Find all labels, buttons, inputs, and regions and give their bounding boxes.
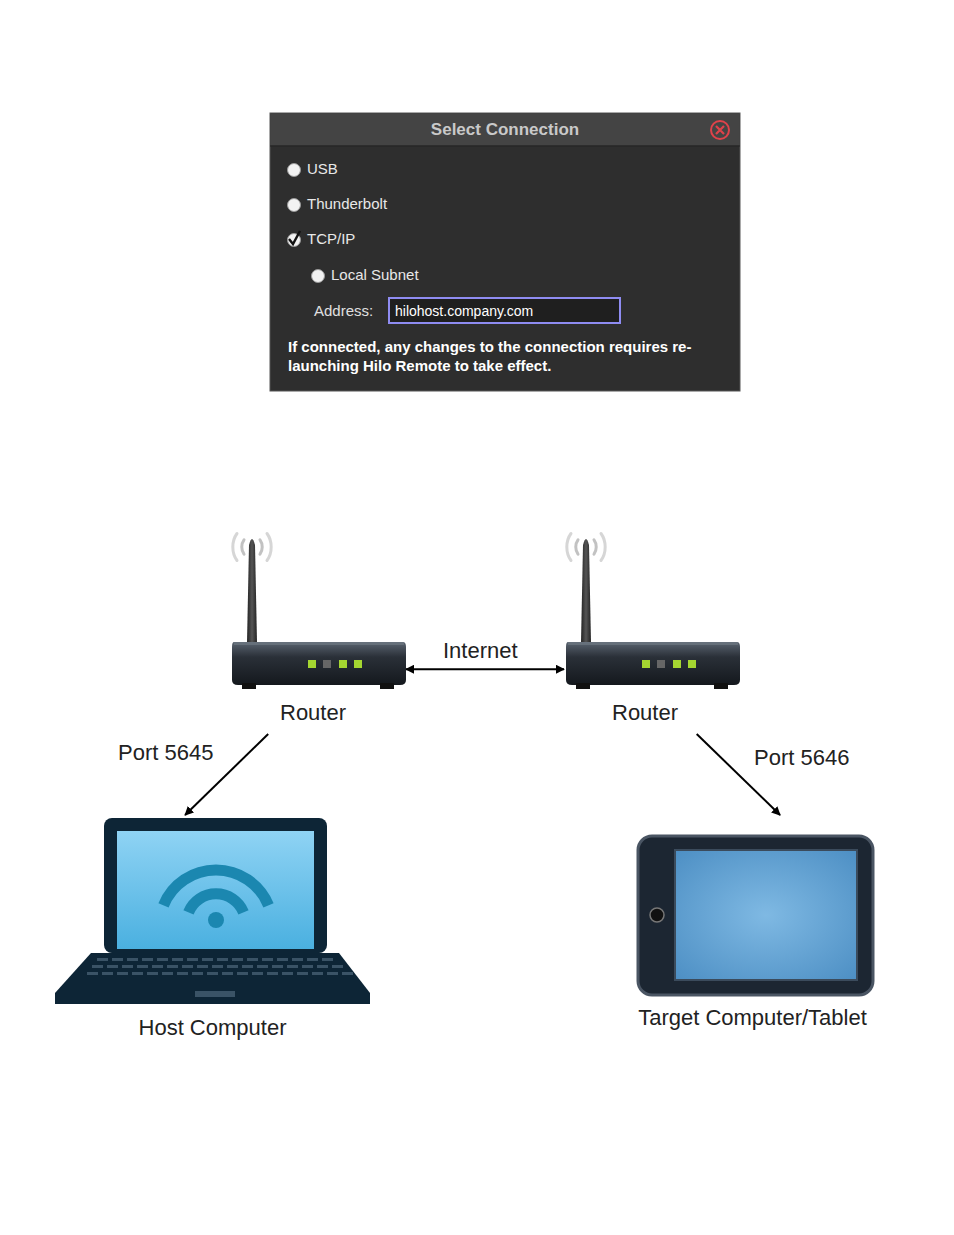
device-label: Target Computer/Tablet: [625, 1005, 880, 1031]
edge-label: Internet: [441, 638, 520, 664]
host-computer: Host Computer: [55, 815, 370, 1049]
target-tablet: Target Computer/Tablet: [625, 815, 880, 1039]
device-label: Host Computer: [55, 1015, 370, 1041]
router: Router: [564, 525, 740, 734]
field-label: Address:: [314, 302, 373, 319]
router-label: Router: [612, 700, 678, 726]
connector-arrow: [406, 668, 564, 670]
option-label: USB: [307, 160, 338, 177]
option-label: Local Subnet: [331, 266, 419, 283]
tablet-icon: [625, 815, 880, 1037]
router: Router: [230, 525, 406, 734]
edge-label: Port 5645: [116, 740, 215, 766]
router-label: Router: [280, 700, 346, 726]
warning-note: If connected, any changes to the connect…: [288, 337, 738, 375]
dialog-panel: Select ConnectionUSB ThunderboltTCP/IP Loc…: [270, 113, 740, 391]
dialog-title: Select Connection: [270, 120, 740, 140]
address-field: Address: hilohost.company.com: [314, 297, 622, 327]
laptop-icon: [55, 815, 370, 1047]
option-label: Thunderbolt: [307, 195, 387, 212]
field-value: hilohost.company.com: [395, 303, 533, 319]
router-icon: [230, 525, 406, 728]
option-label: TCP/IP: [307, 230, 355, 247]
router-icon: [564, 525, 740, 728]
edge-label: Port 5646: [752, 745, 851, 771]
